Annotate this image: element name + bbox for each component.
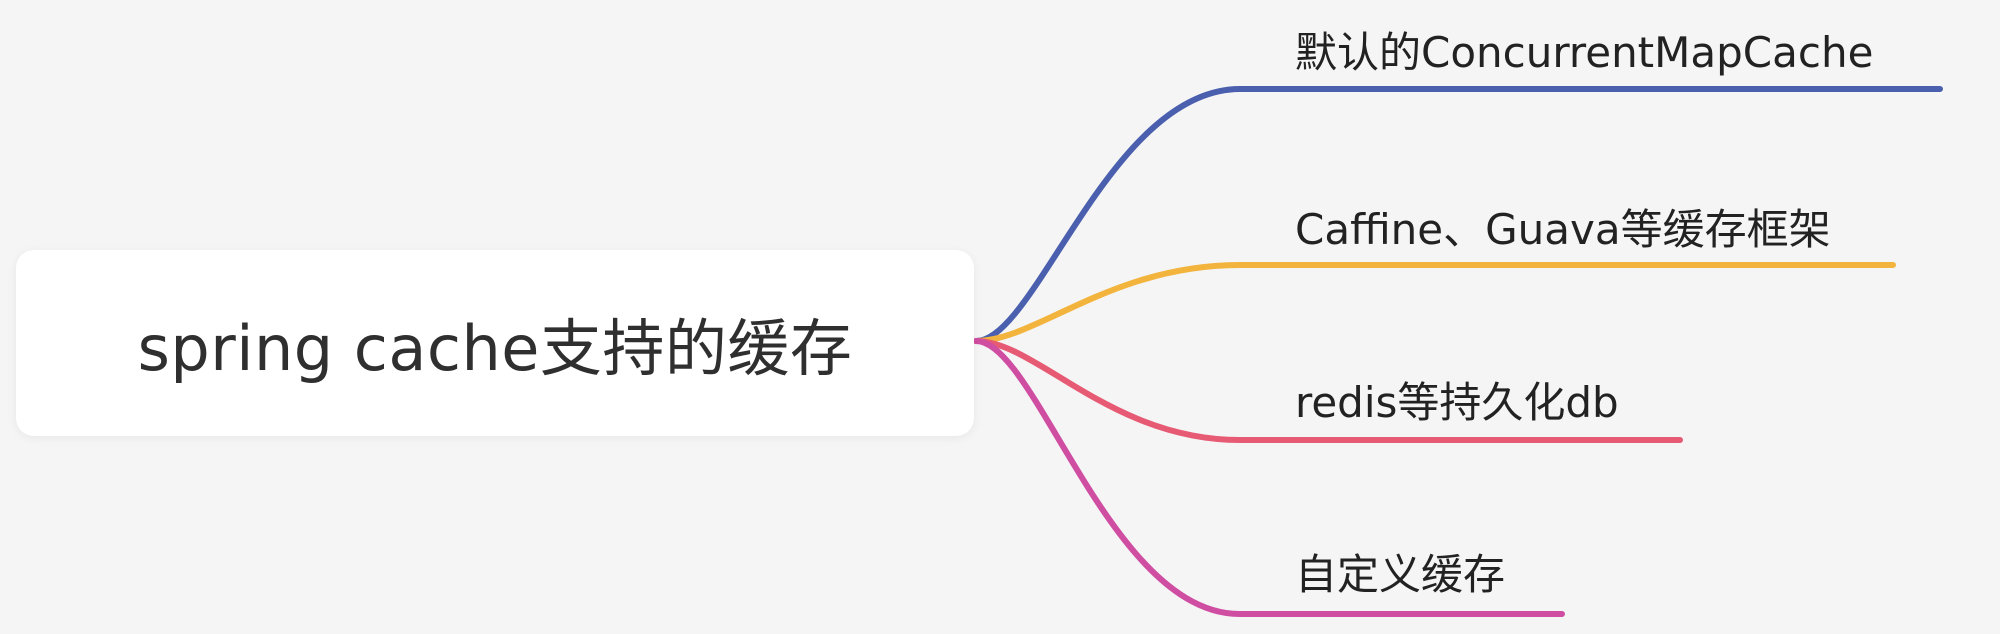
branch-connectors bbox=[973, 86, 1943, 617]
root-topic-label: spring cache支持的缓存 bbox=[137, 312, 853, 385]
branch-topic-label-caffine-guava[interactable]: Caffine、Guava等缓存框架 bbox=[1295, 205, 1831, 254]
branch-topic-label-concurrentmapcache[interactable]: 默认的ConcurrentMapCache bbox=[1295, 28, 1874, 77]
connector-caffine-guava bbox=[973, 262, 1896, 344]
connector-custom-cache bbox=[973, 338, 1565, 617]
connector-redis bbox=[973, 338, 1683, 443]
branch-topic-label-custom-cache[interactable]: 自定义缓存 bbox=[1295, 550, 1506, 599]
branch-topic-label-redis[interactable]: redis等持久化db bbox=[1295, 378, 1619, 427]
root-topic-node[interactable]: spring cache支持的缓存 bbox=[16, 250, 974, 436]
connector-concurrentmapcache bbox=[973, 86, 1943, 344]
